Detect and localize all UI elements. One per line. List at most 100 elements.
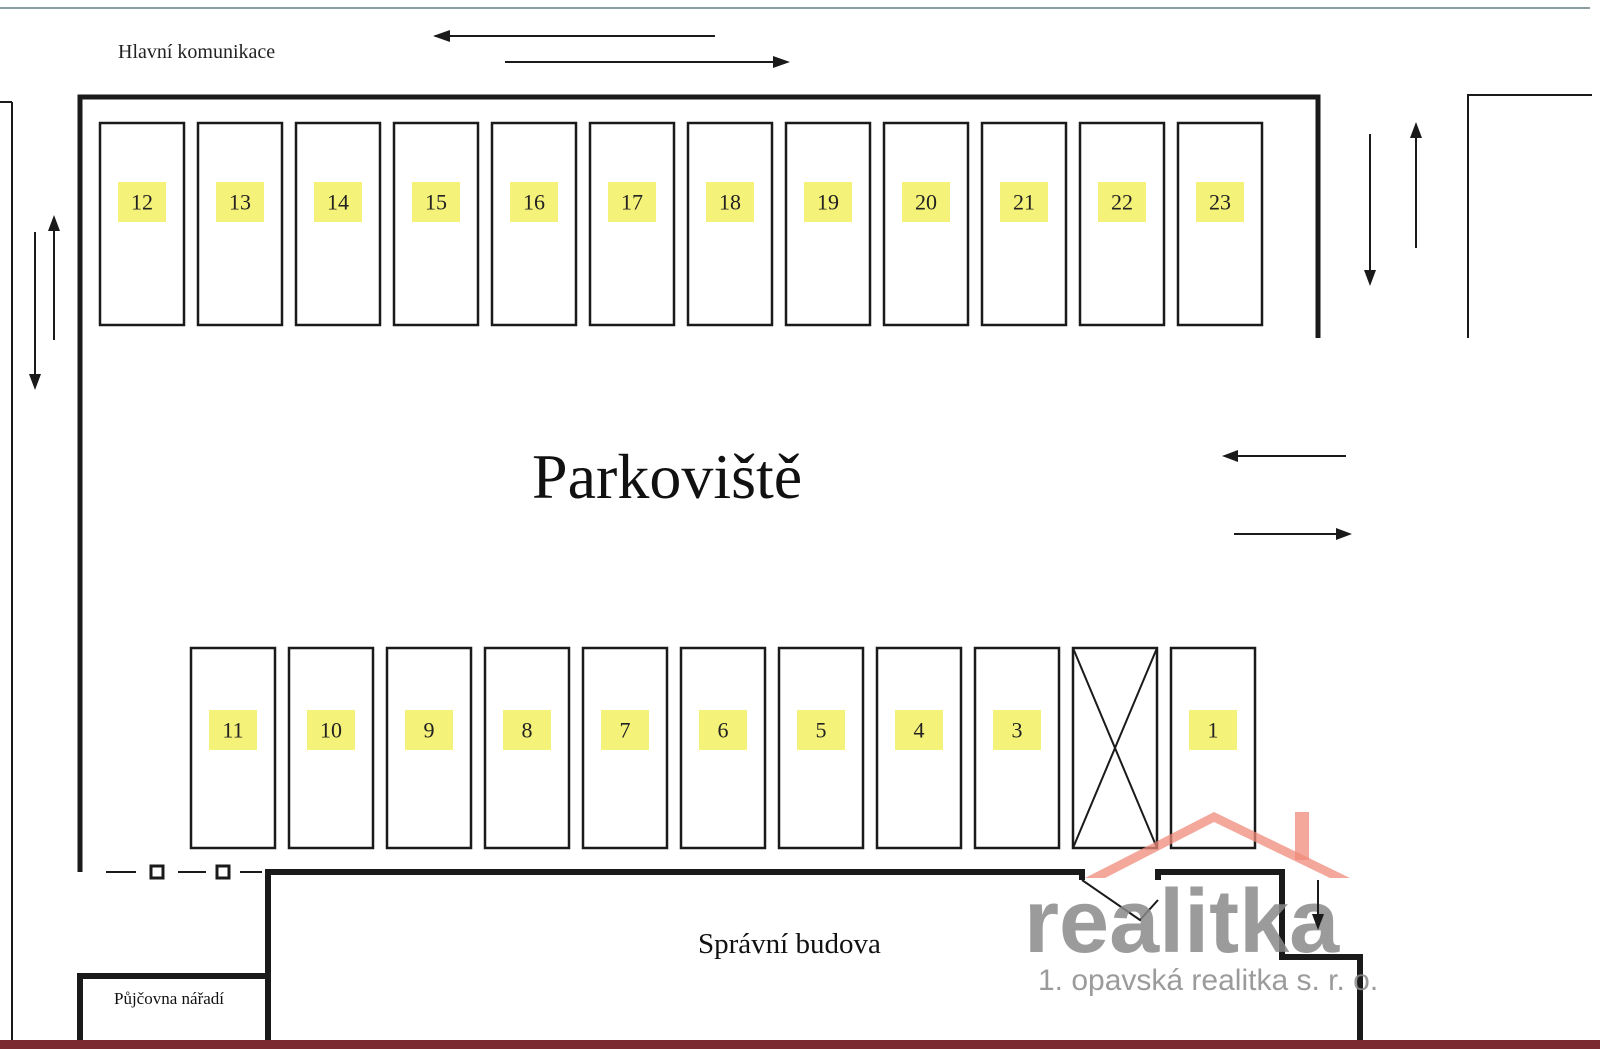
space-number: 16 — [523, 190, 545, 215]
parking-space-outline — [588, 121, 676, 327]
parking-enclosure — [77, 94, 1321, 872]
parking-space-outline — [196, 121, 284, 327]
parking-space-outline — [490, 121, 578, 327]
parking-space: 18 — [686, 121, 774, 327]
building-wall — [265, 869, 1085, 1040]
parking-space: 14 — [294, 121, 382, 327]
parking-space: 16 — [490, 121, 578, 327]
space-number-badge — [118, 182, 166, 222]
space-number-badge — [216, 182, 264, 222]
space-number-badge — [993, 710, 1041, 750]
gate-post — [215, 864, 231, 880]
space-number: 19 — [817, 190, 839, 215]
parking-space-outline — [980, 121, 1068, 327]
parking-space: 11 — [189, 646, 277, 850]
space-number-badge — [1000, 182, 1048, 222]
top-row-spaces: 12 13 14 15 16 17 18 19 20 21 22 23 — [98, 121, 1264, 327]
space-number: 13 — [229, 190, 251, 215]
parking-space: 22 — [1078, 121, 1166, 327]
space-number-badge — [307, 710, 355, 750]
space-number-badge — [314, 182, 362, 222]
right-arrow-up — [1410, 122, 1422, 248]
space-number: 15 — [425, 190, 447, 215]
space-number: 6 — [718, 718, 729, 743]
space-number-badge — [797, 710, 845, 750]
space-number: 21 — [1013, 190, 1035, 215]
gate — [106, 864, 262, 880]
space-number-badge — [601, 710, 649, 750]
gate-post — [149, 864, 165, 880]
space-number: 22 — [1111, 190, 1133, 215]
building-wall-right — [1155, 869, 1363, 1040]
space-number: 9 — [424, 718, 435, 743]
parking-space: 17 — [588, 121, 676, 327]
parking-space: 15 — [392, 121, 480, 327]
space-number: 5 — [816, 718, 827, 743]
space-number-badge — [405, 710, 453, 750]
parking-space-outline — [784, 121, 872, 327]
space-number-badge — [1189, 710, 1237, 750]
space-number: 14 — [327, 190, 349, 215]
parking-space-outline — [1176, 121, 1264, 327]
parking-space: 19 — [784, 121, 872, 327]
rental-annex-wall — [77, 973, 266, 1040]
building-entrance — [1081, 879, 1159, 922]
space-number: 23 — [1209, 190, 1231, 215]
space-number-badge — [1196, 182, 1244, 222]
space-number-badge — [706, 182, 754, 222]
space-number-badge — [895, 710, 943, 750]
parking-space: 1 — [1169, 646, 1257, 850]
parking-space: 10 — [287, 646, 375, 850]
parking-space: 21 — [980, 121, 1068, 327]
space-number: 20 — [915, 190, 937, 215]
space-number-badge — [608, 182, 656, 222]
space-number-badge — [503, 710, 551, 750]
space-number-badge — [699, 710, 747, 750]
space-number: 17 — [621, 190, 643, 215]
road-arrow-left — [433, 30, 715, 42]
space-number: 3 — [1012, 718, 1023, 743]
space-number: 1 — [1208, 718, 1219, 743]
parking-space: 9 — [385, 646, 473, 850]
realitka-logo: realitka 1. opavská realitka s. r. o. — [1024, 812, 1378, 997]
parking-space: 4 — [875, 646, 963, 850]
space-number: 11 — [222, 718, 243, 743]
right-entry-wall — [1467, 94, 1592, 338]
left-arrow-up — [48, 215, 60, 340]
parking-space: 13 — [196, 121, 284, 327]
parking-space — [1071, 646, 1159, 850]
parking-space-outline — [882, 121, 970, 327]
space-number: 18 — [719, 190, 741, 215]
road-label: Hlavní komunikace — [118, 41, 275, 63]
parking-space-outline — [294, 121, 382, 327]
rental-label: Půjčovna nářadí — [114, 989, 224, 1008]
parking-space-outline — [98, 121, 186, 327]
parking-space-outline — [1078, 121, 1166, 327]
parking-space: 6 — [679, 646, 767, 850]
building-label: Správní budova — [698, 928, 881, 960]
parking-space: 12 — [98, 121, 186, 327]
parking-space: 7 — [581, 646, 669, 850]
parking-space-outline — [392, 121, 480, 327]
logo-subtitle: 1. opavská realitka s. r. o. — [1038, 964, 1378, 997]
space-number-badge — [804, 182, 852, 222]
building-arrow-down — [1312, 880, 1324, 930]
parking-space: 5 — [777, 646, 865, 850]
space-number: 12 — [131, 190, 153, 215]
middle-arrow-left — [1222, 450, 1346, 462]
middle-arrow-right — [1234, 528, 1352, 540]
space-number: 7 — [620, 718, 631, 743]
parking-space: 20 — [882, 121, 970, 327]
parking-space-outline — [686, 121, 774, 327]
right-arrow-down — [1364, 134, 1376, 286]
parking-title: Parkoviště — [532, 441, 802, 512]
parking-space: 3 — [973, 646, 1061, 850]
space-number-badge — [902, 182, 950, 222]
space-number-badge — [510, 182, 558, 222]
space-number-badge — [209, 710, 257, 750]
space-number-badge — [1098, 182, 1146, 222]
left-arrow-down — [29, 232, 41, 390]
space-number: 4 — [914, 718, 925, 743]
